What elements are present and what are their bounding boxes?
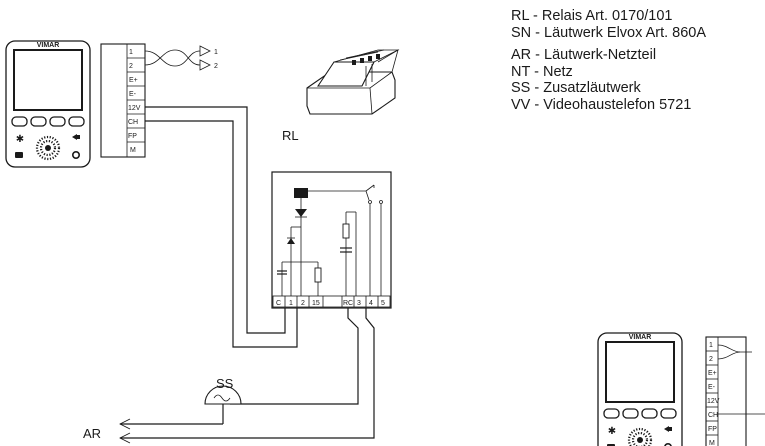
relay-terminal-label: 4 [369,300,373,307]
legend-text: Läutwerk Elvox Art. 860A [544,24,707,41]
rl-label: RL [282,128,299,143]
terminal-label: E+ [129,77,138,84]
videophone-secondary: VIMAR [596,331,684,446]
relay-terminal-label: RC [343,300,353,307]
legend-row-vv: VV - Videohaustelefon 5721 [511,97,706,114]
terminal-label: FP [128,133,137,140]
legend: RL - Relais Art. 0170/101 SN - Läutwerk … [511,8,706,113]
additional-bell [120,385,242,425]
legend-code: AR [511,47,532,63]
legend-sep: - [530,80,544,96]
relay-module-illustration [306,49,400,115]
wire-label: 1 [214,49,218,56]
ss-label: SS [216,376,234,391]
legend-code: SS [511,80,531,96]
relay-terminal-label: 3 [357,300,361,307]
relay-module-schematic: C 1 2 15 RC 3 4 5 [271,171,392,309]
videophone-main: VIMAR [4,39,92,169]
terminal-label: FP [708,426,717,433]
terminal-label: 12V [128,105,141,112]
legend-text: Netz [542,63,573,80]
terminal-label: 2 [709,356,713,363]
legend-row-sn: SN - Läutwerk Elvox Art. 860A [511,25,706,42]
legend-code: NT [511,63,531,80]
supply-wires [145,106,298,348]
legend-sep: - [530,96,544,113]
legend-sep: - [529,8,542,24]
terminal-label: 1 [129,49,133,56]
videophone-terminal-block: 1 2 E+ E- 12V CH FP M [100,43,146,158]
legend-sep: - [531,24,545,41]
terminal-label: E+ [708,370,717,377]
legend-sep: - [530,63,543,80]
ar-label: AR [83,426,101,441]
legend-code: RL [511,8,529,24]
legend-row-rl: RL - Relais Art. 0170/101 [511,8,706,25]
relay-terminal-label: 2 [301,300,305,307]
ar-arrows [119,418,131,444]
terminal-label: M [130,147,136,154]
relay-terminal-label: 5 [381,300,385,307]
terminal-label: E- [708,384,716,391]
relay-terminal-label: C [276,300,281,307]
terminal-label: CH [128,119,138,126]
legend-text: Läutwerk-Netzteil [544,47,657,63]
legend-text: Zusatzläutwerk [543,80,641,96]
legend-row-ss: SS - Zusatzläutwerk [511,80,706,97]
output-wires [120,308,375,439]
secondary-terminal-block: 1 2 E+ E- 12V CH FP M [705,336,765,446]
bus-twisted-pair: 1 2 [144,45,218,71]
legend-row-ar: AR - Läutwerk-Netzteil [511,47,706,64]
terminal-label: CH [708,412,718,419]
terminal-label: 1 [709,342,713,349]
legend-text: Videohaustelefon 5721 [543,96,692,113]
wire-label: 2 [214,63,218,70]
legend-row-nt: NT - Netz [511,64,706,81]
relay-terminal-label: 15 [312,300,320,307]
brand-label: VIMAR [629,334,652,341]
terminal-label: 2 [129,63,133,70]
legend-sep: - [531,47,545,63]
legend-text: Relais Art. 0170/101 [541,8,673,24]
terminal-label: E- [129,91,137,98]
legend-code: VV [511,96,531,113]
terminal-label: M [709,440,715,446]
brand-label: VIMAR [37,42,60,49]
terminal-label: 12V [707,398,720,405]
relay-terminal-label: 1 [289,300,293,307]
legend-code: SN [511,24,532,41]
